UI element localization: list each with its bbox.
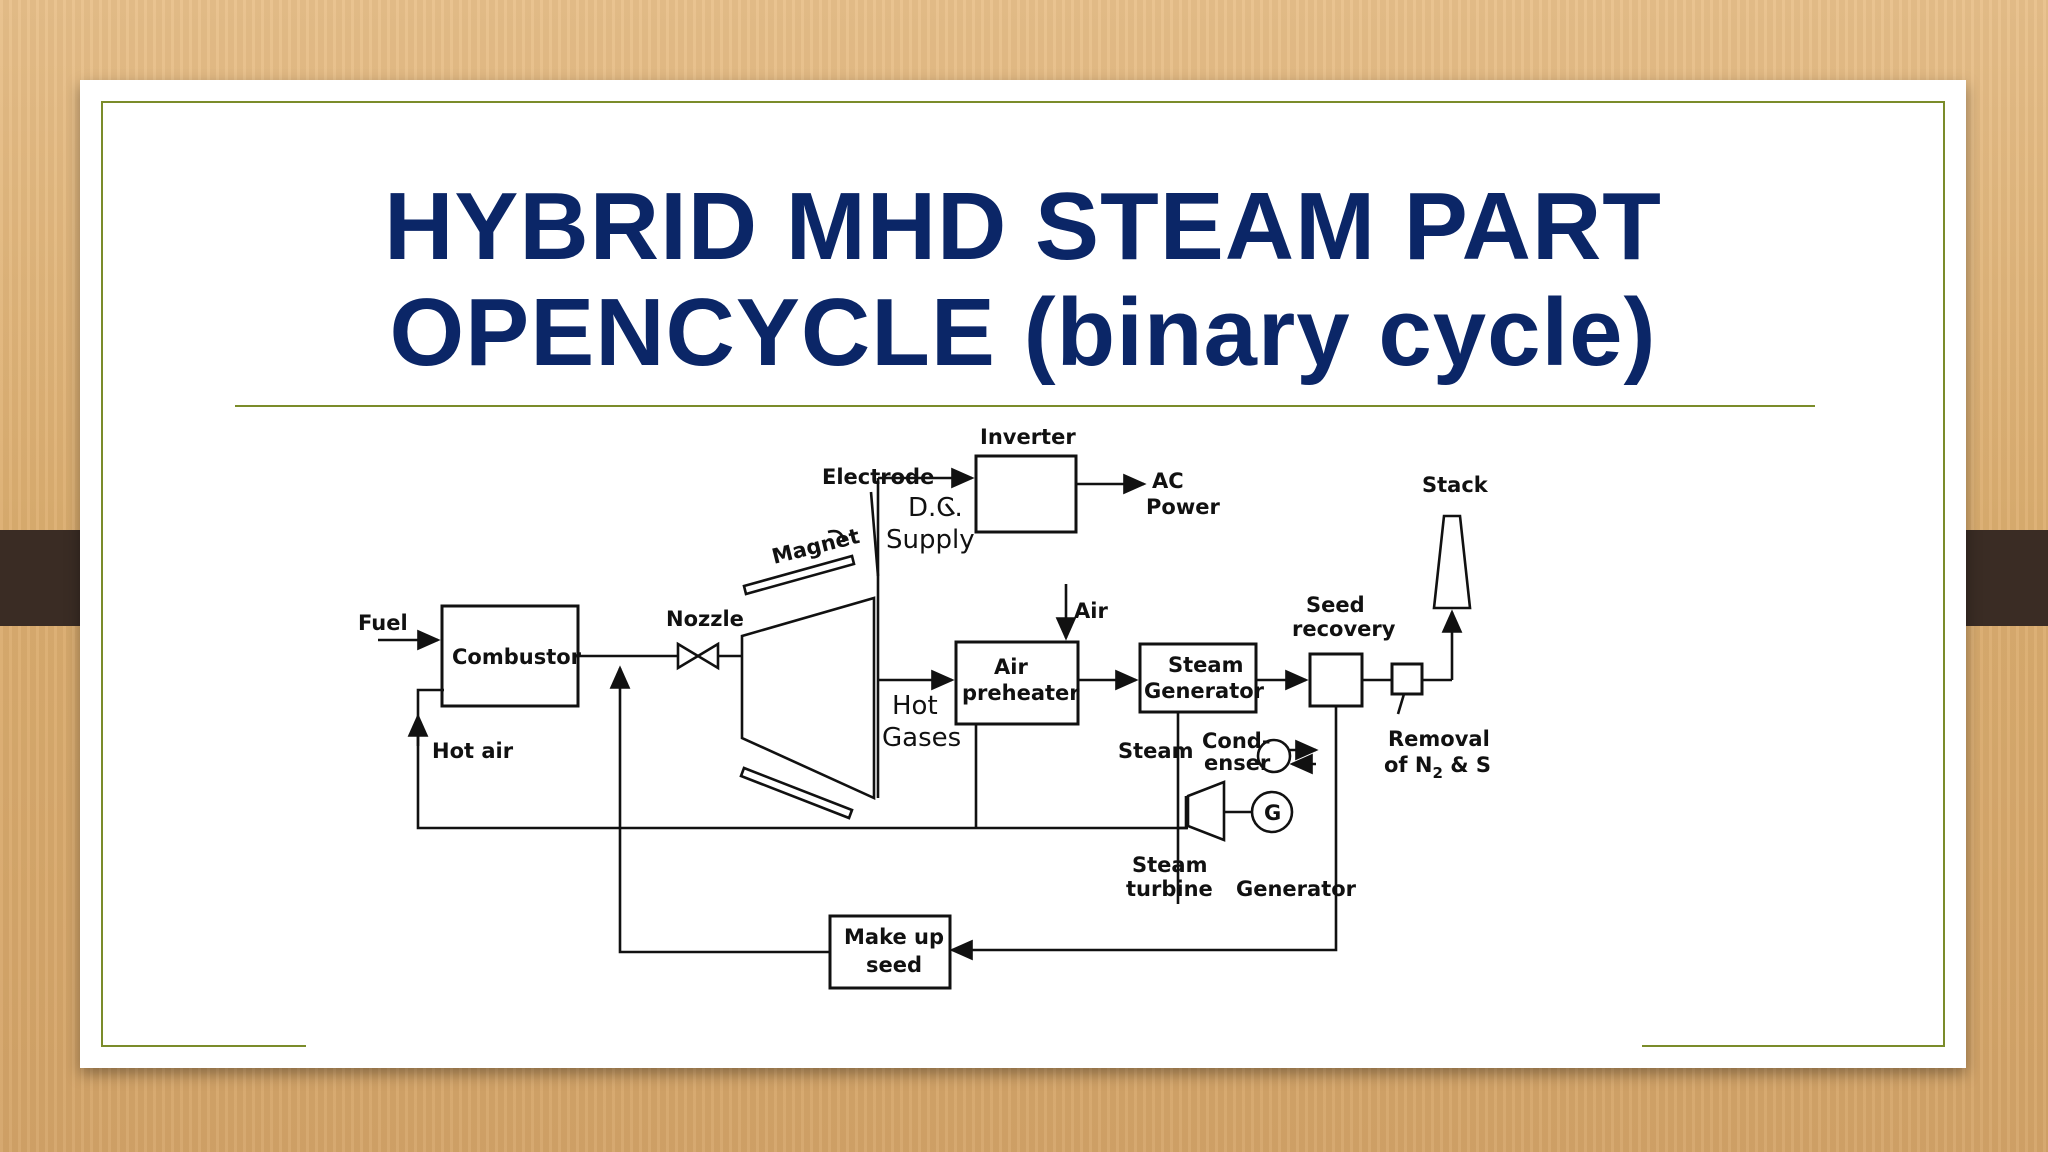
label-n2-subscript: 2 xyxy=(1432,764,1442,782)
label-of-n2: of N2 & S xyxy=(1384,753,1491,782)
label-dc: D.C. xyxy=(908,493,963,523)
label-magnet: Magnet xyxy=(769,524,861,569)
label-makeup1: Make up xyxy=(844,925,944,949)
removal-pointer xyxy=(1396,693,1406,715)
magnet-pointer xyxy=(827,529,846,543)
hot-air-return-line xyxy=(416,688,1188,830)
label-g: G xyxy=(1264,801,1281,825)
stack-symbol xyxy=(1432,514,1472,610)
generator-circle xyxy=(1250,790,1294,834)
diagram-svg: Fuel Combustor Hot air Nozzle Magnet Ele… xyxy=(358,425,1491,990)
label-steam-gen1: Steam xyxy=(1168,653,1243,677)
seed-return-line xyxy=(949,706,1338,961)
label-power: Power xyxy=(1146,495,1220,519)
label-stack: Stack xyxy=(1422,473,1489,497)
label-removal: Removal xyxy=(1388,727,1490,751)
label-air: Air xyxy=(994,655,1028,679)
steam-turbine-symbol xyxy=(1186,780,1226,842)
magnet-lower xyxy=(739,766,854,820)
label-generator: Generator xyxy=(1236,877,1357,901)
combustor-box xyxy=(440,604,580,708)
steam-generator-box xyxy=(1138,642,1258,714)
air-preheater-box xyxy=(954,640,1080,726)
inverter-box xyxy=(974,454,1078,534)
label-gases: Gases xyxy=(882,723,961,753)
label-makeup2: seed xyxy=(866,953,922,977)
magnet-upper xyxy=(742,554,856,596)
label-of-n2-text: of N xyxy=(1384,753,1432,777)
slide: HYBRID MHD STEAM PART OPENCYCLE (binary … xyxy=(80,80,1966,1068)
seed-recovery-box xyxy=(1308,652,1364,708)
label-nozzle: Nozzle xyxy=(666,607,744,631)
slide-title-line1: HYBRID MHD STEAM PART xyxy=(384,173,1662,280)
label-fuel: Fuel xyxy=(358,611,408,635)
removal-box xyxy=(1390,662,1424,696)
label-air-in: Air xyxy=(1074,599,1108,623)
slide-title-line2: OPENCYCLE (binary cycle) xyxy=(389,279,1657,386)
label-hot-air: Hot air xyxy=(432,739,514,763)
label-ac: AC xyxy=(1152,469,1184,493)
makeup-to-mixer-line xyxy=(609,665,830,954)
label-preheater: preheater xyxy=(962,681,1080,705)
makeup-seed-box xyxy=(828,914,952,990)
label-combustor: Combustor xyxy=(452,645,582,669)
mhd-cycle-diagram: Fuel Combustor Hot air Nozzle Magnet Ele… xyxy=(306,416,1642,1048)
label-and-s: & S xyxy=(1443,753,1491,777)
label-hot: Hot xyxy=(892,691,938,721)
label-inverter: Inverter xyxy=(980,425,1076,449)
label-steam-t2: turbine xyxy=(1126,877,1213,901)
title-divider xyxy=(235,405,1815,407)
label-steam: Steam xyxy=(1118,739,1193,763)
label-steam-gen2: Generator xyxy=(1144,679,1265,703)
label-recovery: recovery xyxy=(1292,617,1396,641)
label-steam-t1: Steam xyxy=(1132,853,1207,877)
mhd-duct xyxy=(740,596,876,801)
nozzle-symbol xyxy=(676,641,720,671)
label-supply: Supply xyxy=(886,525,975,555)
dc-pointer xyxy=(944,503,956,515)
label-seed: Seed xyxy=(1306,593,1365,617)
